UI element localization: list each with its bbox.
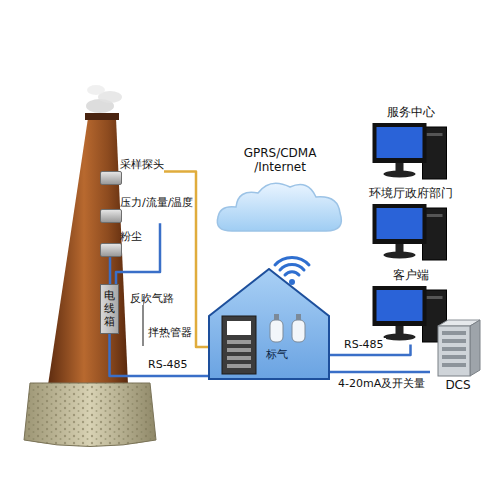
cloud-shape	[212, 175, 348, 237]
monitor-screen	[377, 208, 423, 239]
server-icon	[430, 318, 486, 378]
connector-label: 拌热管器	[146, 326, 194, 339]
wiring-box: 电线箱	[100, 284, 119, 334]
chimney-rim	[85, 113, 119, 120]
connector-label: RS-485	[342, 338, 386, 351]
computer-icon	[368, 121, 453, 181]
monitor-frame	[373, 286, 427, 326]
sensor-body	[100, 209, 122, 223]
pressure-flow-sensor: 压力/流量/温度	[100, 196, 193, 223]
analyzer-cabinet	[222, 316, 256, 374]
cabinet-module	[227, 356, 251, 360]
network-cloud: GPRS/CDMA /Internet	[212, 146, 348, 237]
connector-label: RS-485	[146, 358, 190, 371]
node-label: 服务中心	[368, 105, 453, 119]
pc-drive	[427, 133, 443, 136]
pipe-connector	[109, 257, 112, 284]
chimney-base	[24, 383, 156, 447]
dcs-server: DCS	[430, 318, 486, 392]
server-bay	[442, 331, 466, 335]
pipe-label: 反吹气路	[128, 292, 143, 305]
wifi-arc	[285, 272, 299, 275]
server-bay	[442, 355, 466, 359]
pipe-connector	[116, 223, 160, 284]
house-outline	[208, 268, 330, 380]
wifi-arc	[280, 265, 304, 270]
sampling-probe: 采样探头	[100, 158, 164, 185]
gas-cylinder	[292, 320, 305, 342]
chimney-base-texture	[24, 383, 156, 447]
wifi-arc	[275, 257, 309, 265]
server-bay	[442, 347, 466, 351]
monitor-frame	[373, 123, 427, 163]
monitor-screen	[377, 127, 423, 158]
wifi-dot	[289, 279, 295, 285]
smoke	[86, 85, 122, 113]
government-pc: 环境厅政府部门	[358, 186, 463, 262]
monitor-base	[384, 171, 416, 178]
monitor-stand	[396, 326, 404, 334]
pc-drive	[427, 214, 443, 217]
smoke-puff	[87, 85, 105, 95]
node-label: 粉尘	[120, 230, 142, 243]
server-front	[438, 326, 470, 376]
node-label: 采样探头	[120, 158, 164, 171]
monitor-base	[384, 252, 416, 259]
sensor-body	[100, 243, 122, 257]
cabinet-screen	[227, 321, 251, 335]
node-label: 电线箱	[104, 289, 115, 329]
cylinder-valve	[274, 314, 279, 320]
house-shape	[209, 269, 329, 379]
connector-label: 4-20mA及开关量	[336, 377, 427, 390]
cylinder-valve	[296, 314, 301, 320]
service-center-pc: 服务中心	[368, 105, 453, 181]
server-bay	[442, 363, 466, 367]
node-label: DCS	[430, 378, 486, 392]
monitor-stand	[396, 244, 404, 252]
chimney-body	[48, 118, 128, 385]
monitor-stand	[396, 163, 404, 171]
pipe-connector	[110, 334, 209, 376]
monitor-base	[384, 334, 416, 341]
cabinet-module	[227, 348, 251, 352]
node-label: 客户端	[368, 268, 453, 282]
cabinet-module	[227, 340, 251, 344]
node-label: GPRS/CDMA /Internet	[235, 146, 325, 175]
monitor-frame	[373, 204, 427, 244]
cloud-outline	[217, 183, 341, 231]
sensor-body	[100, 171, 122, 185]
node-label: 标气	[266, 348, 288, 361]
dust-sensor: 粉尘	[100, 230, 142, 257]
analyzer-house: 标气	[208, 268, 330, 380]
server-side	[470, 320, 480, 376]
pc-drive	[427, 296, 443, 299]
cabinet-module	[227, 364, 251, 368]
monitor-screen	[377, 290, 423, 321]
node-label: 压力/流量/温度	[120, 196, 193, 209]
server-bay	[442, 339, 466, 343]
computer-icon	[358, 202, 463, 262]
node-label: 环境厅政府部门	[358, 186, 463, 200]
gas-cylinder	[270, 320, 283, 342]
pipe-connector	[330, 371, 430, 374]
